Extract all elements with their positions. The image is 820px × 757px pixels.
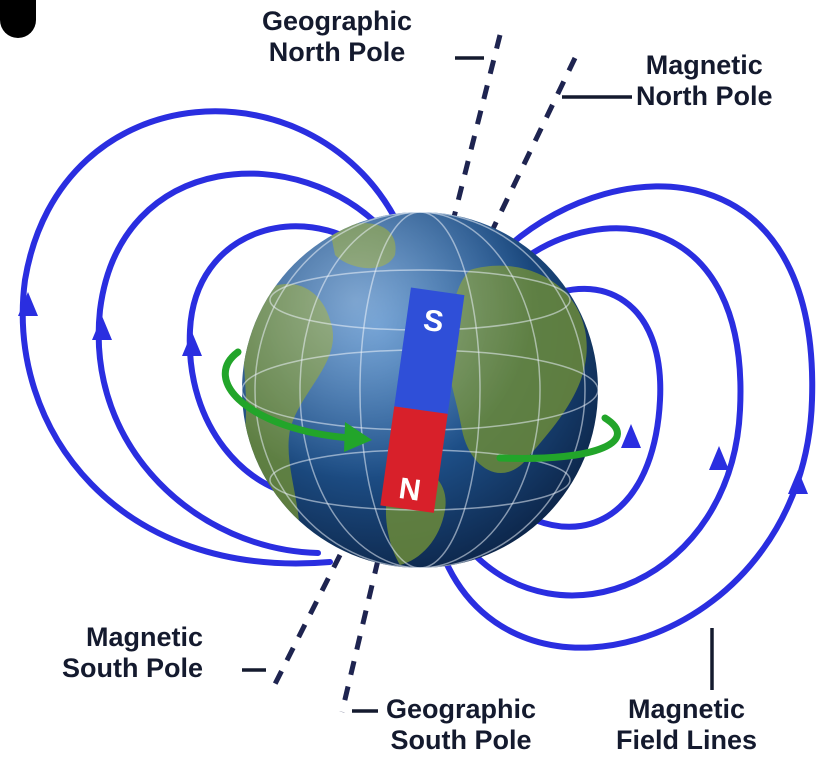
field-line-arrowheads [18,292,808,494]
leader-lines [242,56,714,713]
corner-mark [0,0,36,38]
magnet-north-half [380,406,448,513]
magnet-south-letter: S [421,304,445,339]
arrowhead-right-inner [621,424,641,448]
arrowhead-right-outer [788,470,808,494]
field-line-right-inner [532,285,664,530]
field-line-left-inner [186,223,371,498]
axis-lines [269,34,578,713]
geographic-axis-bottom [339,559,381,713]
field-line-right-outer [442,183,816,651]
field-line-right-middle [465,225,744,599]
rotation-arrow-back [496,414,621,462]
arrowhead-left-inner [182,332,202,356]
label-geographic-north-pole: Geographic North Pole [262,6,413,67]
label-magnetic-south-pole: Magnetic South Pole [62,622,203,683]
field-line-left-middle [95,170,388,556]
rotation-arrow-icon [221,348,621,462]
rotation-arrowhead [344,422,372,452]
geographic-axis-top [449,34,503,226]
label-magnetic-field-lines: Magnetic Field Lines [616,694,758,755]
arrowhead-left-middle [92,316,112,340]
field-lines [19,108,816,651]
magnet-south-half [394,287,465,414]
arrowhead-left-outer [18,292,38,316]
field-line-left-outer [19,108,403,567]
magnetic-axis-top [487,56,578,237]
label-magnetic-north-pole: Magnetic North Pole [636,50,773,111]
arrowhead-right-middle [709,446,729,470]
label-geographic-south-pole: Geographic South Pole [386,694,537,755]
magnetic-axis-bottom [269,553,343,692]
magnet-north-letter: N [397,472,423,508]
bar-magnet-icon: S N [380,287,465,513]
rotation-arrow-front [221,348,354,442]
